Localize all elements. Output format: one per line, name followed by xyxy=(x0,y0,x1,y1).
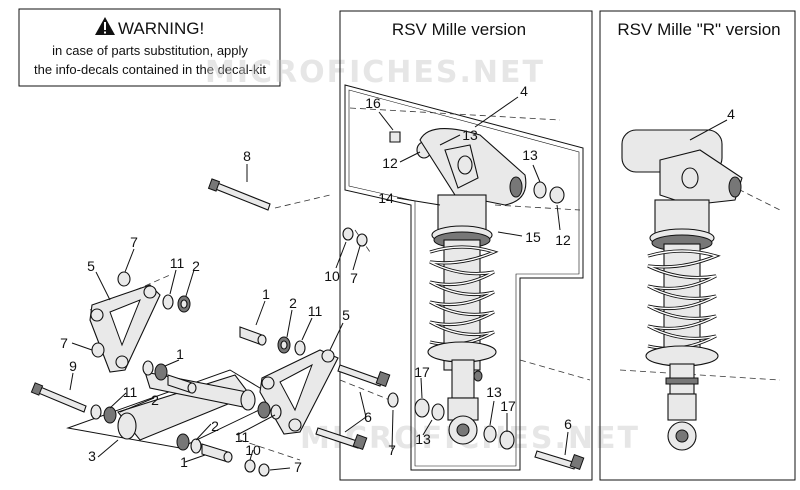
watermark-top: MICROFICHES.NET xyxy=(205,55,545,90)
bolt-6-lower xyxy=(315,427,368,450)
callout-6-b: 6 xyxy=(564,416,572,432)
leader-lines xyxy=(69,96,728,471)
coil-spring-mille-r xyxy=(647,249,721,351)
callout-5-a: 5 xyxy=(87,258,95,274)
callout-17-a: 17 xyxy=(414,364,430,380)
warning-line-2: the info-decals contained in the decal-k… xyxy=(34,62,266,77)
callout-8: 8 xyxy=(243,148,251,164)
small-parts xyxy=(90,131,565,477)
callout-16: 16 xyxy=(365,95,381,111)
callout-17-b: 17 xyxy=(500,398,516,414)
callout-4-mille-r: 4 xyxy=(727,106,735,122)
bolt-8 xyxy=(207,178,271,211)
callout-4-mille: 4 xyxy=(520,83,528,99)
rsv-mille-r-version-title: RSV Mille "R" version xyxy=(617,20,780,39)
callout-2-d: 2 xyxy=(211,418,219,434)
callout-11-a: 11 xyxy=(170,255,185,271)
rsv-mille-version-box: RSV Mille version xyxy=(339,10,593,481)
callout-13-a: 13 xyxy=(462,127,478,143)
callout-11-b: 11 xyxy=(308,303,323,319)
warning-title: WARNING! xyxy=(118,19,204,38)
callout-13-d: 13 xyxy=(486,384,502,400)
callout-13-c: 13 xyxy=(415,431,431,447)
warning-triangle-icon xyxy=(95,17,115,35)
callout-1-a: 1 xyxy=(262,286,270,302)
callout-3: 3 xyxy=(88,448,96,464)
bolt-6-right xyxy=(534,450,585,470)
callout-5-b: 5 xyxy=(342,307,350,323)
callout-7-e: 7 xyxy=(388,442,396,458)
warning-line-1: in case of parts substitution, apply xyxy=(52,43,248,58)
callout-6-a: 6 xyxy=(364,409,372,425)
warning-box: WARNING! in case of parts substitution, … xyxy=(18,8,281,87)
callout-10-b: 10 xyxy=(245,442,261,458)
rsv-mille-version-title: RSV Mille version xyxy=(392,20,526,39)
callout-1-c: 1 xyxy=(180,454,188,470)
shock-absorber-mille xyxy=(419,128,527,445)
coil-spring-mille xyxy=(429,245,499,347)
shock-absorber-mille-r xyxy=(621,129,743,451)
bolt-6-left xyxy=(337,364,391,387)
callout-11-d: 11 xyxy=(235,429,250,445)
callout-13-b: 13 xyxy=(522,147,538,163)
callout-15: 15 xyxy=(525,229,541,245)
callout-7-c: 7 xyxy=(60,335,68,351)
callout-2-c: 2 xyxy=(151,392,159,408)
callout-9: 9 xyxy=(69,358,77,374)
rocker-plate-left xyxy=(89,284,161,373)
callout-7-b: 7 xyxy=(350,270,358,286)
callout-12-a: 12 xyxy=(382,155,398,171)
callout-7-d: 7 xyxy=(294,459,302,475)
rsv-mille-r-version-box: RSV Mille "R" version xyxy=(599,10,796,481)
callout-14: 14 xyxy=(378,190,394,206)
callout-11-c: 11 xyxy=(123,384,138,400)
callout-10-a: 10 xyxy=(324,268,340,284)
callout-1-b: 1 xyxy=(176,346,184,362)
callout-7-a: 7 xyxy=(130,234,138,250)
bolt-9 xyxy=(30,382,87,413)
callout-2-b: 2 xyxy=(289,295,297,311)
callout-labels: 8 16 4 13 12 13 14 15 12 4 7 5 11 2 10 7… xyxy=(60,83,735,475)
callout-2-a: 2 xyxy=(192,258,200,274)
callout-12-b: 12 xyxy=(555,232,571,248)
